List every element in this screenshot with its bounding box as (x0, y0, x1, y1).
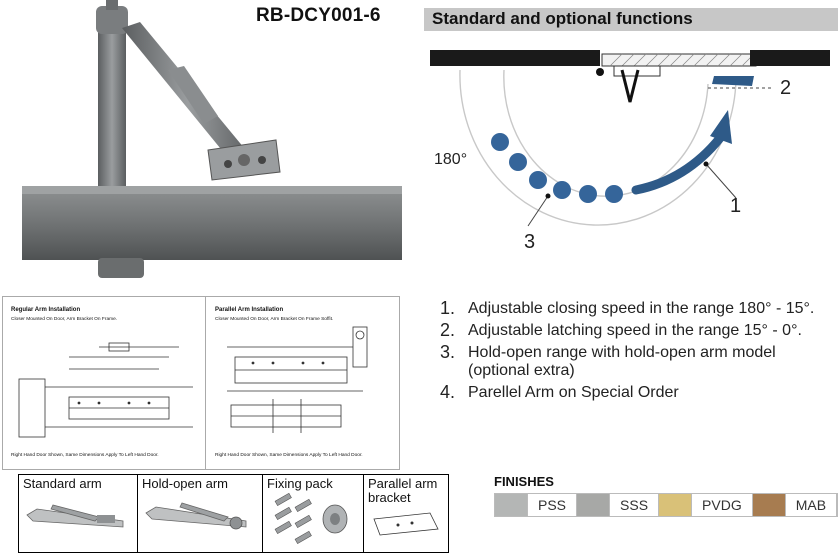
parallel-install-footnote: Right Hand Door Shown, Same Dimensions A… (215, 453, 363, 458)
finish-label: PSS (527, 494, 578, 516)
feature-number: 1. (440, 298, 456, 318)
fixing-pack-image (274, 492, 348, 545)
regular-install-footnote: Right Hand Door Shown, Same Dimensions A… (11, 453, 159, 458)
section-banner (424, 8, 838, 31)
angle-label: 180° (434, 151, 467, 168)
feature-text: Adjustable closing speed in the range 18… (468, 300, 815, 317)
accessory-label: Fixing pack (267, 476, 333, 491)
hold-open-dots (491, 133, 623, 203)
door-leaf (601, 53, 757, 67)
accessory-cell-parallel-arm-bracket: Parallel arm bracket (363, 474, 449, 553)
accessory-label: Parallel arm bracket (368, 476, 438, 505)
callout-2: 2 (780, 77, 791, 99)
feature-item: 3. Hold-open range with hold-open arm mod… (440, 342, 830, 380)
section-title: Standard and optional functions (432, 9, 693, 28)
feature-list: 1. Adjustable closing speed in the range … (440, 298, 830, 406)
hold-open-arm-image (145, 502, 247, 530)
parallel-bracket-image (373, 512, 439, 536)
finish-swatch-pvdg (659, 494, 692, 516)
standard-arm-image (26, 504, 124, 528)
feature-number: 3. (440, 342, 456, 362)
hinge-dot (596, 68, 604, 76)
door-frame-right (750, 50, 830, 66)
table-row: Standard arm Hold-open arm Fixing pack (18, 474, 449, 553)
parallel-arm-installation: Parallel Arm Installation Closer Mounted… (207, 297, 399, 469)
feature-text: Parellel Arm on Special Order (468, 384, 679, 401)
finish-label: SSS (609, 494, 660, 516)
installation-drawings: Regular Arm Installation Closer Mounted … (2, 296, 400, 470)
accessory-cell-standard-arm: Standard arm (18, 474, 138, 553)
accessory-table: Standard arm Hold-open arm Fixing pack (18, 474, 449, 553)
callout-1: 1 (730, 195, 741, 217)
install-divider (205, 297, 206, 469)
closing-speed-arrow (631, 133, 725, 195)
model-code: RB-DCY001-6 (256, 5, 381, 26)
functions-diagram: 180° 2 1 3 (430, 50, 830, 253)
accessory-cell-fixing-pack: Fixing pack (262, 474, 364, 553)
door-closer-photo (22, 0, 402, 278)
finishes-title: FINISHES (494, 474, 554, 489)
finish-swatch-sss (577, 494, 610, 516)
parallel-install-subtitle: Closer Mounted On Door, Arm Bracket On F… (215, 317, 334, 322)
accessory-label: Hold-open arm (142, 476, 228, 491)
feature-number: 2. (440, 320, 456, 340)
feature-text: Hold-open range with hold-open arm model… (468, 344, 776, 379)
finish-label: PVDG (691, 494, 753, 516)
callout-3: 3 (524, 231, 535, 253)
finish-swatches: PSS SSS PVDG MAB (494, 493, 838, 517)
feature-item: 1. Adjustable closing speed in the range … (440, 298, 830, 318)
regular-install-subtitle: Closer Mounted On Door, Arm Bracket On F… (11, 317, 118, 322)
finish-swatch-mab (752, 494, 785, 516)
regular-install-drawing (18, 342, 193, 438)
accessory-label: Standard arm (23, 476, 102, 491)
feature-number: 4. (440, 382, 456, 402)
feature-item: 4. Parellel Arm on Special Order (440, 382, 830, 402)
latching-zone (712, 76, 754, 86)
regular-install-title: Regular Arm Installation (11, 307, 81, 313)
feature-item: 2. Adjustable latching speed in the range… (440, 320, 830, 340)
finish-label: MAB (784, 494, 838, 516)
door-frame-left (430, 50, 600, 66)
accessory-cell-hold-open-arm: Hold-open arm (137, 474, 263, 553)
regular-arm-installation: Regular Arm Installation Closer Mounted … (3, 297, 203, 469)
parallel-install-drawing (227, 326, 368, 433)
feature-text: Adjustable latching speed in the range 1… (468, 322, 802, 339)
finish-swatch-pss (495, 494, 527, 516)
parallel-install-title: Parallel Arm Installation (215, 307, 284, 313)
